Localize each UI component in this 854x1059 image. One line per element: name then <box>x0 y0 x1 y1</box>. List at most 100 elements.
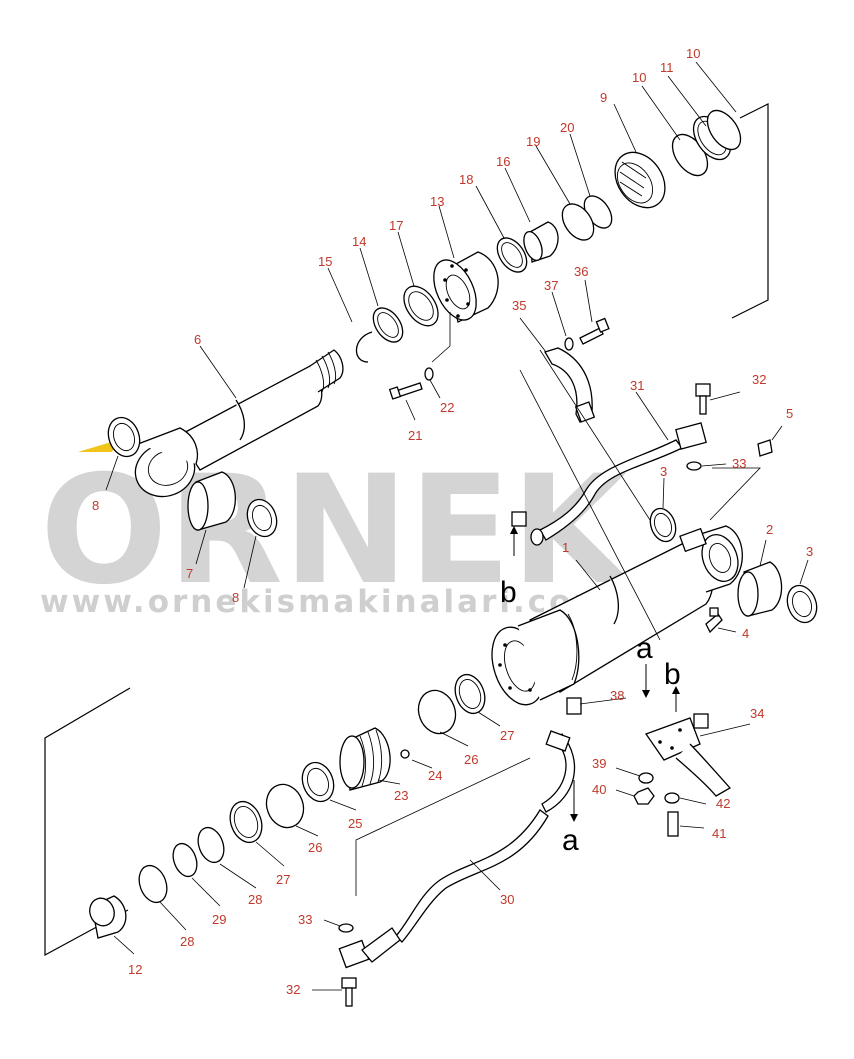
ring-28a <box>197 826 225 864</box>
ring-26b <box>265 783 305 829</box>
callout-3b: 3 <box>806 544 813 559</box>
callout-3a: 3 <box>660 464 667 479</box>
callout-28a: 28 <box>248 892 262 907</box>
callout-34: 34 <box>750 706 764 721</box>
callout-42: 42 <box>716 796 730 811</box>
bolt-32b-head <box>341 977 357 989</box>
callout-12: 12 <box>128 962 142 977</box>
cylinder-tube-1 <box>491 525 743 706</box>
boundary-lines <box>44 103 769 957</box>
seal-3a <box>649 507 677 543</box>
ring-17 <box>403 285 439 327</box>
piston-rod-6 <box>134 349 344 498</box>
callout-8b: 8 <box>232 590 239 605</box>
callout-21: 21 <box>408 428 422 443</box>
callout-19: 19 <box>526 134 540 149</box>
grease-fitting-4 <box>705 613 723 634</box>
callout-27b: 27 <box>276 872 290 887</box>
ring-27b <box>229 800 263 844</box>
snap-ring-15 <box>355 331 373 363</box>
callout-32b: 32 <box>286 982 300 997</box>
mark-b2: b <box>664 658 681 691</box>
bolt-32a-head <box>695 383 711 397</box>
callout-33a: 33 <box>732 456 746 471</box>
ring-19 <box>561 203 595 241</box>
callout-labels: 10 11 10 9 20 19 16 18 13 17 14 15 36 37… <box>92 46 813 997</box>
callout-31: 31 <box>630 378 644 393</box>
connection-marks: b a b a <box>500 576 681 857</box>
callout-13: 13 <box>430 194 444 209</box>
rod-seal-parts <box>89 673 486 939</box>
callout-20: 20 <box>560 120 574 135</box>
pipe-31 <box>511 422 707 546</box>
washer-37 <box>564 337 574 351</box>
callout-33b: 33 <box>298 912 312 927</box>
callout-6: 6 <box>194 332 201 347</box>
bolt-32a <box>699 395 707 415</box>
mark-a1: a <box>562 824 579 857</box>
nut-40 <box>633 787 655 805</box>
callout-30: 30 <box>500 892 514 907</box>
callout-25: 25 <box>348 816 362 831</box>
callout-41: 41 <box>712 826 726 841</box>
connection-arrows <box>510 526 680 822</box>
leader-lines <box>105 61 809 991</box>
callout-23: 23 <box>394 788 408 803</box>
mark-b1: b <box>500 576 517 609</box>
callout-15: 15 <box>318 254 332 269</box>
callout-28b: 28 <box>180 934 194 949</box>
callout-32a: 32 <box>752 372 766 387</box>
watermark-url: www.ornekismakinalari.com <box>40 584 609 620</box>
ring-18 <box>496 237 528 273</box>
ball-24 <box>400 749 410 759</box>
washer-42 <box>664 792 680 804</box>
callout-22: 22 <box>440 400 454 415</box>
callout-2: 2 <box>766 522 773 537</box>
callout-18: 18 <box>459 172 473 187</box>
pipe-30 <box>338 730 576 969</box>
fitting-b <box>511 511 527 527</box>
callout-36: 36 <box>574 264 588 279</box>
callout-26a: 26 <box>464 752 478 767</box>
head-parts <box>355 109 742 424</box>
nut-25 <box>301 761 335 803</box>
ring-29 <box>172 842 198 878</box>
bolt-41 <box>667 811 679 837</box>
callout-40: 40 <box>592 782 606 797</box>
callout-8a: 8 <box>92 498 99 513</box>
o-ring-33a <box>686 461 702 471</box>
bushing-8b <box>246 498 278 538</box>
ring-26a <box>417 689 457 735</box>
callout-4: 4 <box>742 626 749 641</box>
o-ring-33b <box>338 923 354 933</box>
ring-27a <box>454 673 486 715</box>
callout-1: 1 <box>562 540 569 555</box>
callout-11: 11 <box>660 60 674 75</box>
callout-7: 7 <box>186 566 193 581</box>
callout-10b: 10 <box>632 70 646 85</box>
ring-28b <box>138 864 168 904</box>
callout-9: 9 <box>600 90 607 105</box>
washer-39 <box>638 772 654 784</box>
callout-38: 38 <box>610 688 624 703</box>
callout-14: 14 <box>352 234 366 249</box>
callout-17: 17 <box>389 218 403 233</box>
gland-nut-9 <box>614 151 666 209</box>
washer-22 <box>424 367 434 381</box>
callout-35: 35 <box>512 298 526 313</box>
watermark-accent-icon <box>78 440 118 452</box>
u-bolt-38 <box>566 697 582 715</box>
callout-37: 37 <box>544 278 558 293</box>
callout-24: 24 <box>428 768 442 783</box>
ring-10b <box>706 109 742 151</box>
mark-a2: a <box>636 632 653 665</box>
callout-10a: 10 <box>686 46 700 61</box>
callout-16: 16 <box>496 154 510 169</box>
bushing-8a <box>107 416 141 458</box>
seal-3b <box>786 584 818 624</box>
callout-39: 39 <box>592 756 606 771</box>
plug-5 <box>757 439 773 457</box>
bolt-32b <box>345 987 353 1007</box>
callout-26b: 26 <box>308 840 322 855</box>
